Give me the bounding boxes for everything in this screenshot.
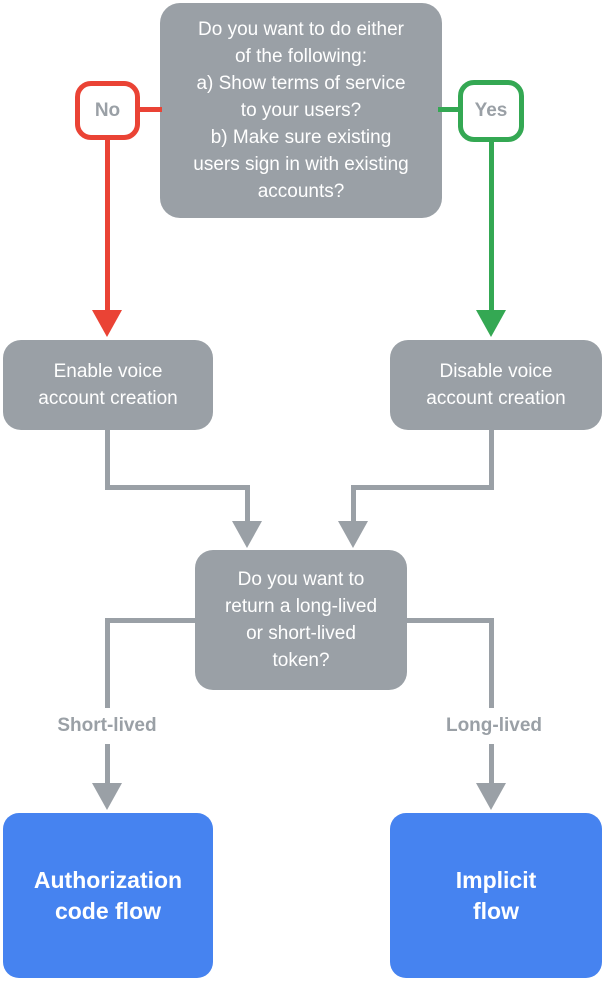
left-elbow-vertical-bottom bbox=[245, 485, 250, 523]
yes-branch-connector-horizontal bbox=[438, 107, 460, 112]
long-lived-path-vertical bbox=[489, 618, 494, 785]
disable-voice-account-creation-node: Disable voice account creation bbox=[390, 340, 602, 430]
no-branch-connector-horizontal bbox=[138, 107, 162, 112]
right-elbow-vertical-top bbox=[489, 428, 494, 490]
enable-voice-account-creation-node: Enable voice account creation bbox=[3, 340, 213, 430]
short-lived-arrowhead-icon bbox=[92, 783, 122, 810]
no-branch-arrowhead-icon bbox=[92, 310, 122, 337]
right-elbow-arrowhead-icon bbox=[338, 521, 368, 548]
yes-chip: Yes bbox=[458, 80, 524, 142]
left-elbow-vertical-top bbox=[105, 428, 110, 490]
left-elbow-arrowhead-icon bbox=[232, 521, 262, 548]
no-branch-connector-vertical bbox=[105, 136, 110, 310]
top-question-node: Do you want to do either of the followin… bbox=[160, 3, 442, 218]
token-question-node: Do you want to return a long-lived or sh… bbox=[195, 550, 407, 690]
short-lived-path-vertical bbox=[105, 618, 110, 785]
long-lived-arrowhead-icon bbox=[476, 783, 506, 810]
implicit-flow-node: Implicit flow bbox=[390, 813, 602, 978]
short-lived-label: Short-lived bbox=[22, 708, 192, 744]
yes-branch-connector-vertical bbox=[489, 138, 494, 310]
authorization-code-flow-node: Authorization code flow bbox=[3, 813, 213, 978]
right-elbow-horizontal bbox=[351, 485, 494, 490]
left-elbow-horizontal bbox=[105, 485, 250, 490]
long-lived-label: Long-lived bbox=[410, 708, 578, 744]
long-lived-path-horizontal bbox=[407, 618, 494, 623]
yes-branch-arrowhead-icon bbox=[476, 310, 506, 337]
right-elbow-vertical-bottom bbox=[351, 485, 356, 523]
short-lived-path-horizontal bbox=[107, 618, 195, 623]
no-chip: No bbox=[75, 81, 140, 140]
